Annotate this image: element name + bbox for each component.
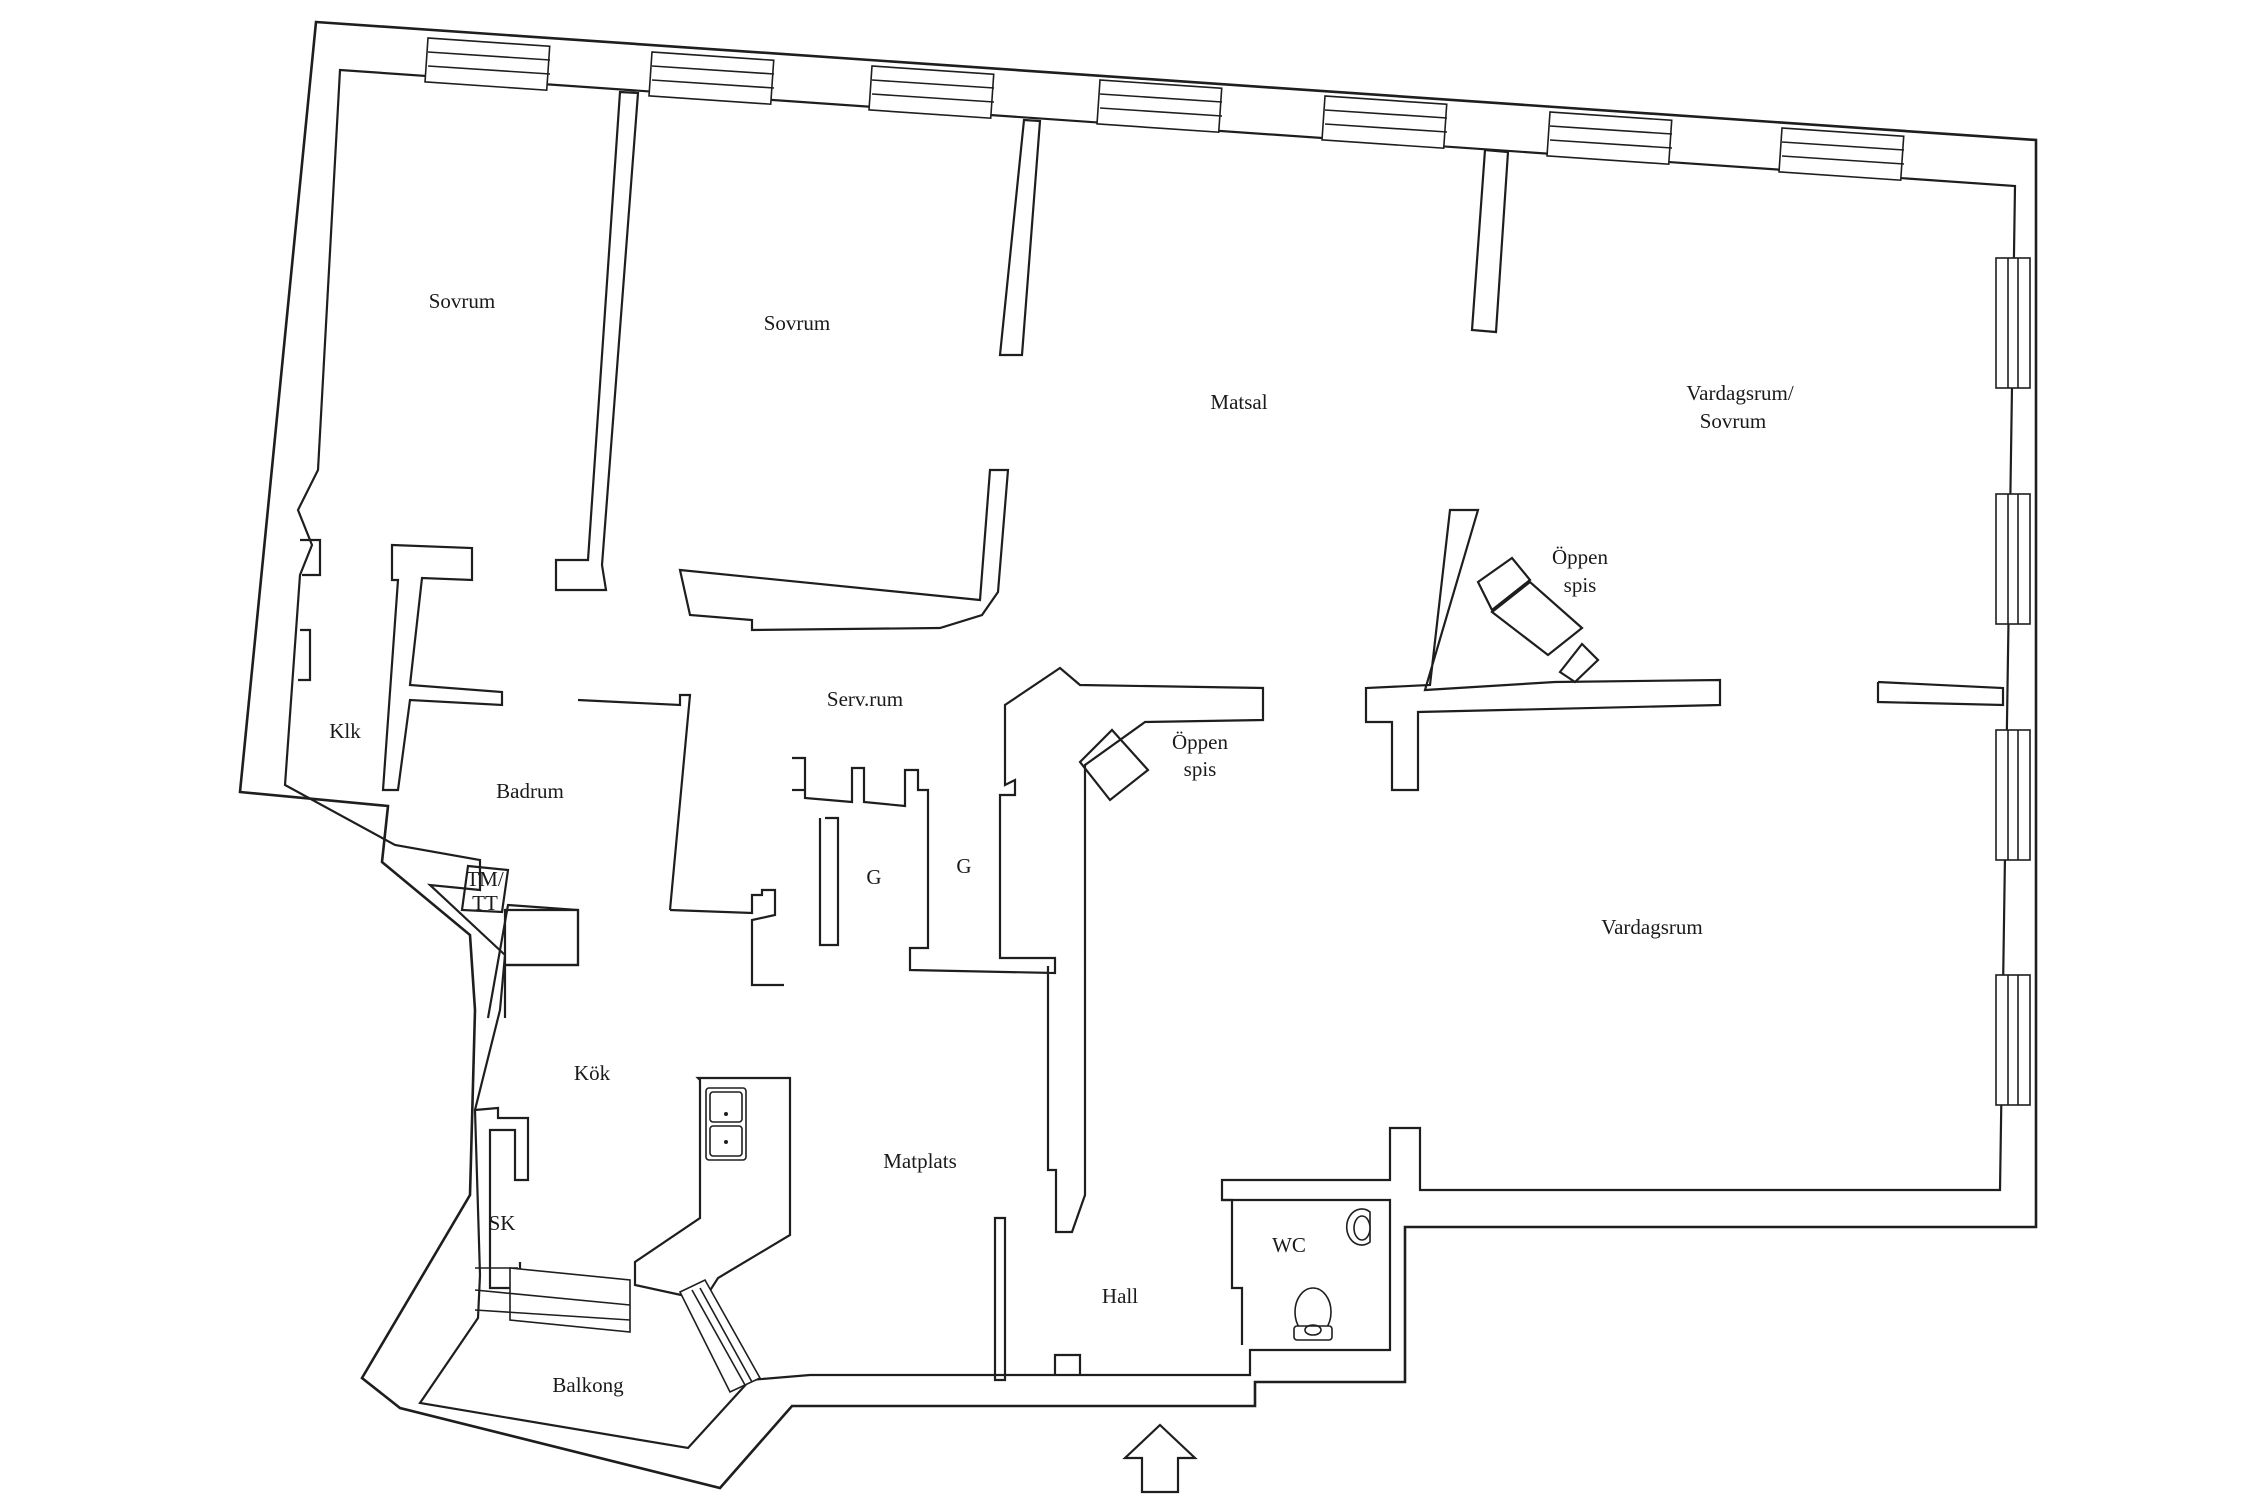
toilet-icon bbox=[1293, 1287, 1333, 1341]
label-g-2: G bbox=[956, 854, 971, 878]
room-labels: Sovrum Sovrum Matsal Vardagsrum/ Sovrum … bbox=[329, 289, 1794, 1397]
fixtures bbox=[705, 1087, 1371, 1341]
outer-walls bbox=[238, 20, 2038, 1490]
label-sk: SK bbox=[489, 1211, 516, 1235]
wc-sink-icon bbox=[1345, 1208, 1371, 1246]
label-balkong: Balkong bbox=[552, 1373, 624, 1397]
label-vardagsrum-sovrum-1: Vardagsrum/ bbox=[1686, 381, 1793, 405]
right-windows bbox=[1995, 257, 2031, 1106]
kitchen-sink-icon bbox=[705, 1087, 747, 1161]
label-oppen-spis-2a: Öppen bbox=[1172, 730, 1228, 754]
label-vardagsrum-sovrum-2: Sovrum bbox=[1700, 409, 1767, 433]
interior-walls bbox=[298, 90, 2005, 1394]
label-tm-tt-1: TM/ bbox=[466, 867, 504, 891]
label-kok: Kök bbox=[574, 1061, 611, 1085]
label-tm-tt-2: TT bbox=[472, 891, 498, 915]
label-oppen-spis-2b: spis bbox=[1184, 757, 1217, 781]
entrance-arrow-icon bbox=[1122, 1423, 1198, 1494]
label-serv-rum: Serv.rum bbox=[827, 687, 903, 711]
label-oppen-spis-1b: spis bbox=[1564, 573, 1597, 597]
label-sovrum-2: Sovrum bbox=[764, 311, 831, 335]
label-sovrum-1: Sovrum bbox=[429, 289, 496, 313]
label-badrum: Badrum bbox=[496, 779, 564, 803]
label-klk: Klk bbox=[329, 719, 361, 743]
label-oppen-spis-1a: Öppen bbox=[1552, 545, 1608, 569]
label-matplats: Matplats bbox=[883, 1149, 957, 1173]
label-g-1: G bbox=[866, 865, 881, 889]
label-vardagsrum: Vardagsrum bbox=[1601, 915, 1702, 939]
label-hall: Hall bbox=[1102, 1284, 1138, 1308]
top-windows bbox=[424, 37, 1905, 182]
label-wc: WC bbox=[1272, 1233, 1306, 1257]
label-matsal: Matsal bbox=[1210, 390, 1267, 414]
